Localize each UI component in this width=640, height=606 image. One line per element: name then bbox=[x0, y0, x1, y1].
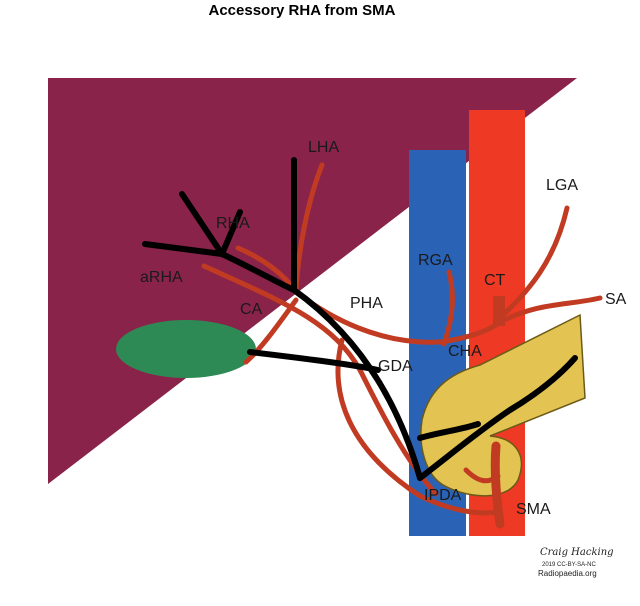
gda-artery bbox=[335, 337, 503, 516]
gallbladder-shape bbox=[116, 320, 256, 378]
label-ca: CA bbox=[240, 301, 263, 318]
label-sa: SA bbox=[605, 291, 627, 308]
rga-artery bbox=[441, 269, 455, 347]
lga-artery bbox=[497, 205, 570, 321]
credit-license: 2019 CC-BY-SA-NC bbox=[542, 562, 596, 568]
label-ipda: IPDA bbox=[424, 487, 462, 504]
credit-author: Craig Hacking bbox=[540, 547, 614, 558]
pancreatic-duct bbox=[417, 355, 578, 481]
credit-site: Radiopaedia.org bbox=[538, 569, 597, 578]
label-cha: CHA bbox=[448, 343, 482, 360]
diagram-title: Accessory RHA from SMA bbox=[208, 2, 396, 19]
right-hepatic-duct-lower bbox=[142, 241, 225, 257]
common-hepatic-duct bbox=[219, 251, 297, 293]
label-lga: LGA bbox=[546, 177, 578, 194]
label-gda: GDA bbox=[378, 358, 413, 375]
right-hepatic-duct-upper bbox=[179, 191, 225, 257]
label-rha: RHA bbox=[216, 215, 250, 232]
pancreatic-duct-branch bbox=[417, 421, 481, 441]
pancreas-shape bbox=[420, 313, 586, 497]
label-lha: LHA bbox=[308, 139, 339, 156]
splenic-artery bbox=[497, 295, 603, 325]
duct-group bbox=[142, 157, 578, 481]
sma-trunk bbox=[490, 441, 505, 529]
right-hepatic-duct-branch bbox=[219, 209, 243, 257]
ct-trunk bbox=[493, 296, 505, 326]
arha-artery bbox=[201, 263, 439, 497]
label-rga: RGA bbox=[418, 252, 453, 269]
label-pha: PHA bbox=[350, 295, 383, 312]
label-ct: CT bbox=[484, 272, 506, 289]
cystic-duct bbox=[247, 349, 381, 373]
label-arha: aRHA bbox=[140, 269, 183, 286]
label-sma: SMA bbox=[516, 501, 551, 518]
